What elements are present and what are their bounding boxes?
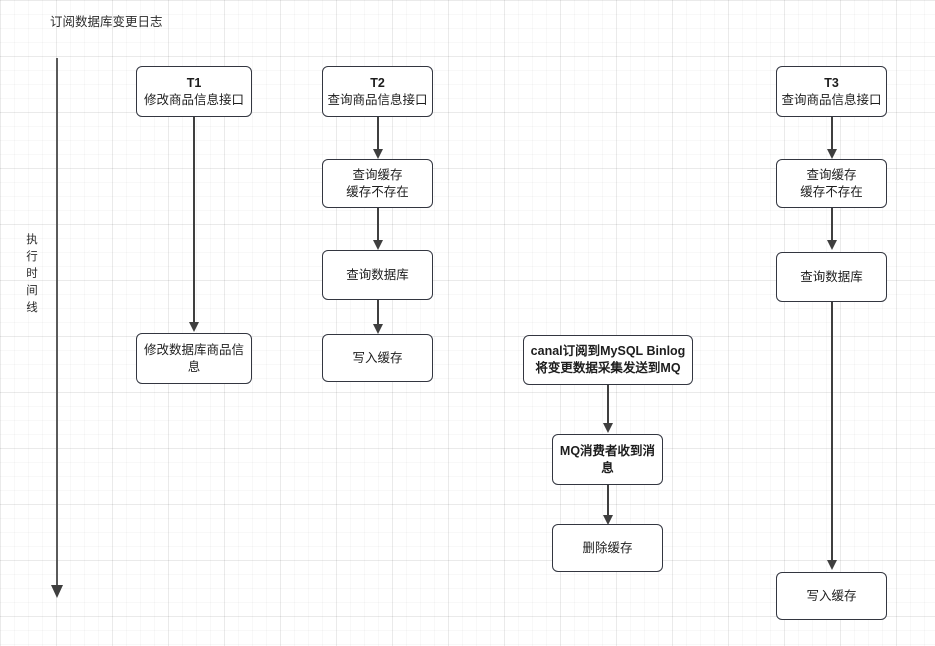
node-mq-consumer-line-0: MQ消费者收到消息: [559, 443, 656, 475]
connector-t3-3: [831, 302, 833, 562]
node-t3-entry-line-0: T3: [824, 75, 839, 90]
timeline-label-char-4: 线: [26, 302, 38, 314]
timeline-label-char-0: 执: [26, 234, 38, 246]
connector-t1-1-arrow-icon: [188, 322, 199, 332]
node-t1-entry-line-0: T1: [186, 75, 202, 90]
connector-canal-2-arrow-icon: [602, 515, 613, 525]
node-t3-query-db[interactable]: 查询数据库: [776, 252, 887, 302]
node-t3-write-cache[interactable]: 写入缓存: [776, 572, 887, 620]
connector-canal-1-arrow-icon: [602, 423, 613, 433]
connector-t2-2-arrow-icon: [372, 240, 383, 250]
node-t1-entry[interactable]: T1 修改商品信息接口: [136, 66, 252, 117]
node-t1-entry-line-1: 修改商品信息接口: [143, 92, 244, 107]
node-t2-query-cache-line-0: 查询缓存: [352, 167, 403, 182]
connector-t2-1: [377, 117, 379, 151]
node-t1-update-db-line-0: 修改数据库商品信息: [143, 342, 244, 374]
connector-t3-2-arrow-icon: [826, 240, 837, 250]
connector-t2-3-arrow-icon: [372, 324, 383, 334]
node-t2-query-db[interactable]: 查询数据库: [322, 250, 433, 300]
connector-t3-1-arrow-icon: [826, 149, 837, 159]
node-mq-consumer[interactable]: MQ消费者收到消息: [552, 434, 663, 485]
node-t3-entry[interactable]: T3 查询商品信息接口: [776, 66, 887, 117]
node-t2-entry-line-1: 查询商品信息接口: [327, 92, 428, 107]
node-t2-write-cache-line-0: 写入缓存: [352, 350, 403, 365]
node-t2-query-cache-line-1: 缓存不存在: [346, 184, 409, 199]
node-t2-entry[interactable]: T2 查询商品信息接口: [322, 66, 433, 117]
node-t3-query-cache-line-0: 查询缓存: [806, 167, 857, 182]
node-t2-query-db-line-0: 查询数据库: [346, 267, 409, 282]
node-t2-write-cache[interactable]: 写入缓存: [322, 334, 433, 382]
node-canal-subscribe-line-0: canal订阅到MySQL Binlog: [530, 344, 686, 358]
connector-t3-1: [831, 117, 833, 151]
node-canal-subscribe[interactable]: canal订阅到MySQL Binlog 将变更数据采集发送到MQ: [523, 335, 693, 385]
node-t2-entry-line-0: T2: [370, 75, 385, 90]
timeline-label-char-2: 时: [26, 268, 38, 280]
connector-t3-2: [831, 208, 833, 242]
node-t3-query-cache-line-1: 缓存不存在: [800, 184, 863, 199]
node-t3-write-cache-line-0: 写入缓存: [806, 588, 857, 603]
connector-t2-1-arrow-icon: [372, 149, 383, 159]
connector-t2-2: [377, 208, 379, 242]
node-t2-query-cache[interactable]: 查询缓存 缓存不存在: [322, 159, 433, 208]
node-delete-cache[interactable]: 删除缓存: [552, 524, 663, 572]
timeline-axis: [56, 58, 58, 588]
timeline-label-char-1: 行: [26, 251, 38, 263]
connector-t2-3: [377, 300, 379, 326]
connector-t3-3-arrow-icon: [826, 560, 837, 570]
node-t3-query-db-line-0: 查询数据库: [800, 269, 863, 284]
timeline-arrow-icon: [50, 585, 63, 598]
timeline-label: 执 行 时 间 线: [24, 232, 40, 317]
page-title: 订阅数据库变更日志: [50, 15, 163, 29]
node-delete-cache-line-0: 删除缓存: [582, 540, 633, 555]
node-t3-query-cache[interactable]: 查询缓存 缓存不存在: [776, 159, 887, 208]
timeline-label-char-3: 间: [26, 285, 38, 297]
connector-canal-2: [607, 485, 609, 517]
connector-t1-1: [193, 117, 195, 324]
node-canal-subscribe-line-1: 将变更数据采集发送到MQ: [535, 361, 681, 375]
node-t1-update-db[interactable]: 修改数据库商品信息: [136, 333, 252, 384]
connector-canal-1: [607, 385, 609, 425]
node-t3-entry-line-1: 查询商品信息接口: [781, 92, 882, 107]
